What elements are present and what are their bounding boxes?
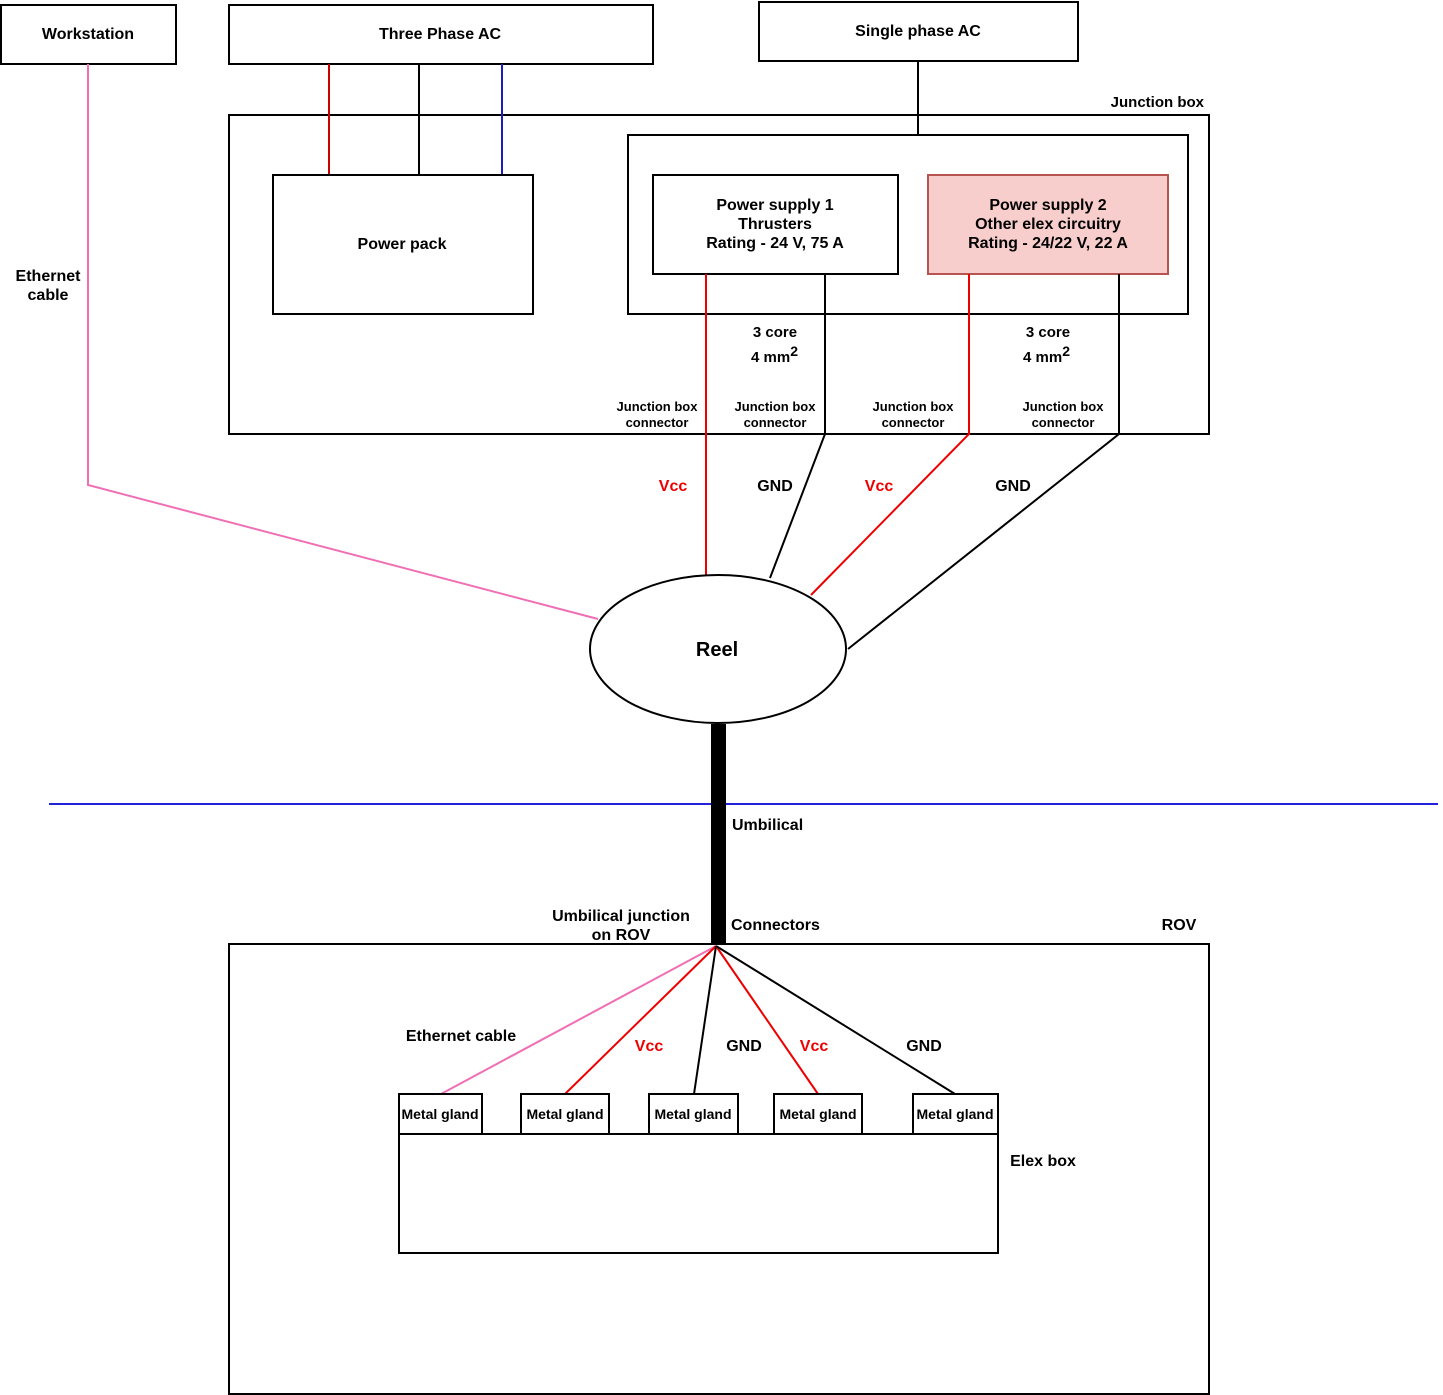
metal-gland-4-label: Metal gland bbox=[779, 1106, 856, 1122]
vcc-label-2: Vcc bbox=[865, 478, 894, 495]
power-supply-1-purpose: Thrusters bbox=[738, 216, 812, 233]
single-phase-ac-box bbox=[758, 1, 1079, 62]
cable-spec-2-cores: 3 core bbox=[1026, 324, 1070, 341]
junction-box-connector-4-line1: Junction box bbox=[1023, 399, 1105, 414]
workstation-box bbox=[0, 4, 177, 65]
gnd-label-4: GND bbox=[906, 1038, 942, 1055]
power-supply-2-rating: Rating - 24/22 V, 22 A bbox=[968, 235, 1128, 252]
metal-gland-1 bbox=[398, 1093, 483, 1135]
three-phase-ac-box bbox=[228, 4, 654, 65]
vcc-wire-bottom-2 bbox=[715, 945, 819, 1095]
power-pack-label: Power pack bbox=[358, 236, 447, 253]
superscript-2: 2 bbox=[1062, 343, 1070, 359]
metal-gland-2-label: Metal gland bbox=[526, 1106, 603, 1122]
elex-box bbox=[398, 1133, 999, 1254]
junction-box-connector-2-line1: Junction box bbox=[735, 399, 817, 414]
cable-spec-1-area: 4 mm2 bbox=[751, 343, 798, 366]
junction-box-connector-2-line2: connector bbox=[744, 415, 807, 430]
umbilical-junction-line1: Umbilical junction bbox=[552, 908, 690, 925]
connectors-label: Connectors bbox=[731, 917, 820, 934]
metal-gland-4 bbox=[773, 1093, 863, 1135]
metal-gland-3 bbox=[648, 1093, 739, 1135]
three-phase-ac-label: Three Phase AC bbox=[379, 26, 502, 43]
ethernet-cable-top-line2: cable bbox=[28, 287, 69, 304]
power-supply-2-purpose: Other elex circuitry bbox=[975, 216, 1121, 233]
cable-spec-1-cores: 3 core bbox=[753, 324, 797, 341]
vcc-wire-bottom-1 bbox=[564, 945, 717, 1095]
junction-box-connector-3-line2: connector bbox=[882, 415, 945, 430]
junction-box-connector-3-line1: Junction box bbox=[873, 399, 955, 414]
junction-box-connector-1-line2: connector bbox=[626, 415, 689, 430]
metal-gland-3-label: Metal gland bbox=[654, 1106, 731, 1122]
power-supply-1-rating: Rating - 24 V, 75 A bbox=[706, 235, 844, 252]
ethernet-cable-top bbox=[87, 64, 599, 620]
umbilical-cable bbox=[711, 724, 726, 944]
vcc-wire-ps2 bbox=[810, 274, 970, 596]
junction-box-connector-1-line1: Junction box bbox=[617, 399, 699, 414]
power-pack-box bbox=[272, 174, 534, 315]
umbilical-junction-line2: on ROV bbox=[592, 927, 651, 944]
single-phase-ac-label: Single phase AC bbox=[855, 23, 981, 40]
gnd-wire-bottom-1 bbox=[693, 945, 717, 1095]
workstation-label: Workstation bbox=[42, 26, 134, 43]
junction-box-connector-4-line2: connector bbox=[1032, 415, 1095, 430]
gnd-label-1: GND bbox=[757, 478, 793, 495]
gnd-label-2: GND bbox=[995, 478, 1031, 495]
metal-gland-5 bbox=[912, 1093, 999, 1135]
metal-gland-5-label: Metal gland bbox=[916, 1106, 993, 1122]
gnd-label-3: GND bbox=[726, 1038, 762, 1055]
power-supply-1-title: Power supply 1 bbox=[716, 197, 833, 214]
cable-spec-2-area: 4 mm2 bbox=[1023, 343, 1070, 366]
power-supply-1-box bbox=[652, 174, 899, 275]
umbilical-label: Umbilical bbox=[732, 817, 803, 834]
vcc-label-1: Vcc bbox=[659, 478, 688, 495]
power-supply-2-box bbox=[927, 174, 1169, 275]
metal-gland-2 bbox=[520, 1093, 610, 1135]
ethernet-cable-bottom bbox=[440, 945, 717, 1095]
elex-box-label: Elex box bbox=[1010, 1153, 1076, 1170]
junction-box-label: Junction box bbox=[1111, 94, 1205, 111]
vcc-label-3: Vcc bbox=[635, 1038, 664, 1055]
rov-label: ROV bbox=[1162, 917, 1197, 934]
gnd-wire-ps2 bbox=[847, 274, 1120, 650]
ethernet-cable-top-line1: Ethernet bbox=[16, 268, 82, 285]
reel-label: Reel bbox=[696, 639, 738, 661]
gnd-wire-ps1 bbox=[769, 274, 826, 579]
vcc-label-4: Vcc bbox=[800, 1038, 829, 1055]
reel bbox=[589, 574, 847, 724]
ethernet-cable-bottom-label: Ethernet cable bbox=[406, 1028, 516, 1045]
power-supply-2-title: Power supply 2 bbox=[989, 197, 1106, 214]
metal-gland-1-label: Metal gland bbox=[401, 1106, 478, 1122]
superscript-2: 2 bbox=[790, 343, 798, 359]
gnd-wire-bottom-2 bbox=[715, 945, 956, 1095]
